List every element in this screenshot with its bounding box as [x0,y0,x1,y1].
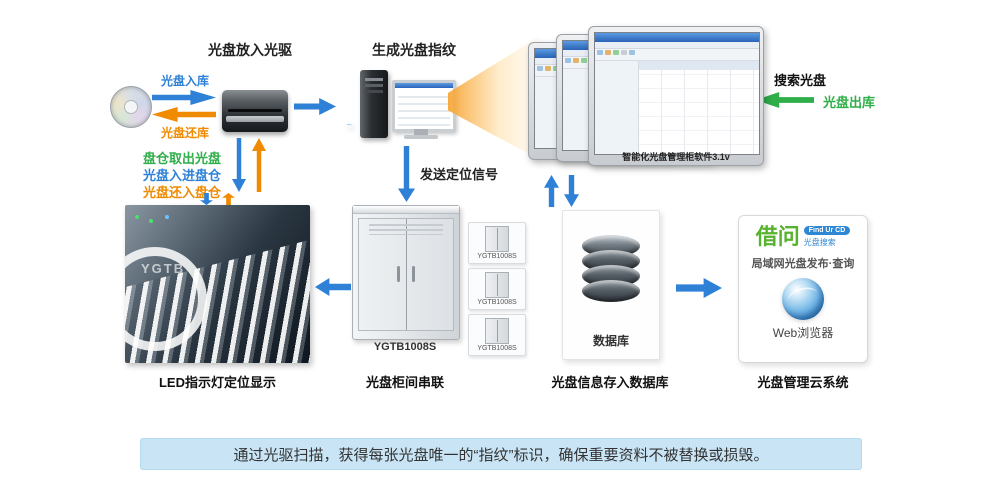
disc-in-arrow-icon [152,90,216,105]
cabinet-model-label: YGTB1008S [373,341,437,353]
drive-up-arrow-icon [252,138,266,192]
led-panel-image: YGTB [125,205,310,363]
software-monitor-front [588,26,764,166]
drive-down-arrow-icon [232,138,246,192]
drive-tray [226,116,284,122]
led-caption: LED指示灯定位显示 [158,375,276,390]
mini-cabinet-graphic [485,226,509,252]
optical-drive-image [222,90,352,132]
flow-line-retrieve: 盘仓取出光盘 [143,151,222,166]
monitor-stand [414,129,428,135]
disc-return-arrow-icon [152,107,216,122]
database-icon [563,235,659,302]
mini-cabinet-1: YGTB1008S [468,222,526,264]
mini-cabinet-graphic [485,272,509,298]
led-dot-green2-icon [149,219,153,223]
software-name-caption: 智能化光盘管理柜软件3.1v [622,152,730,162]
cabinet-top [353,206,459,214]
monitor-base [404,135,438,139]
disc-return-label: 光盘还库 [160,126,209,140]
disc-cabinet-image [352,205,460,340]
led-watermark: YGTB [141,261,186,276]
cloud-description: 局域网光盘发布·查询 [751,258,855,270]
led-dot-blue-icon [165,215,169,219]
drive-led [347,124,352,126]
cabinet-handle-left [397,265,400,282]
summary-banner: 通过光驱扫描，获得每张光盘唯一的“指纹”标识，确保重要资料不被替换或损毁。 [140,438,862,470]
fingerprint-section-title: 生成光盘指纹 [372,42,456,58]
drive-slot [228,109,282,112]
globe-icon [782,278,824,320]
signal-label: 发送定位信号 [420,167,499,182]
flow-up-arrow-orange-icon [222,193,235,205]
cd-icon [110,86,152,128]
drive-section-title: 光盘放入光驱 [208,42,292,58]
cloud-brand: 借问 [755,224,800,249]
cloud-caption: 光盘管理云系统 [757,375,849,390]
web-browser-label: Web浏览器 [772,326,834,340]
database-label: 数据库 [592,334,629,348]
search-disc-label: 搜索光盘 [773,73,826,88]
database-card: 数据库 [562,210,660,360]
cabinet-caption: 光盘柜间串联 [365,375,444,390]
cabinet-doors [358,218,454,331]
computer-monitor-image [392,80,456,132]
find-ur-cd-badge: Find Ur CD [803,226,851,235]
mini-cabinet-3: YGTB1008S [468,314,526,356]
disc-in-label: 光盘入库 [160,74,209,88]
flow-line-insert: 光盘入进盘仓 [143,168,222,183]
signal-down-arrow-icon [398,146,415,202]
led-dot-green-icon [135,215,139,219]
drive-to-pc-arrow-icon [294,98,336,115]
cabinet-vents [369,224,443,235]
mini-cabinet-model: YGTB1008S [477,253,517,260]
db-up-arrow-icon [544,175,559,207]
mini-cabinet-model: YGTB1008S [477,345,517,352]
mini-cabinet-2: YGTB1008S [468,268,526,310]
flow-line-return: 光盘还入盘仓 [143,185,222,200]
cabinet-to-led-arrow-icon [315,278,351,296]
cabinet-handle-right [412,265,415,282]
cloud-system-card: 借问 Find Ur CD 光盘搜索 局域网光盘发布·查询 Web浏览器 [738,215,868,363]
db-to-cloud-arrow-icon [676,278,722,298]
mini-cabinet-graphic [485,318,509,344]
cloud-logo: 借问 Find Ur CD 光盘搜索 [739,226,867,248]
cloud-tagline: 光盘搜索 [803,238,836,247]
disc-out-arrow-icon [756,92,814,108]
db-down-arrow-icon [564,175,579,207]
computer-tower-image [360,70,388,138]
mini-cabinet-model: YGTB1008S [477,299,517,306]
database-caption: 光盘信息存入数据库 [551,375,669,390]
disc-out-label: 光盘出库 [822,95,875,110]
disc-ring-shape [125,247,207,351]
